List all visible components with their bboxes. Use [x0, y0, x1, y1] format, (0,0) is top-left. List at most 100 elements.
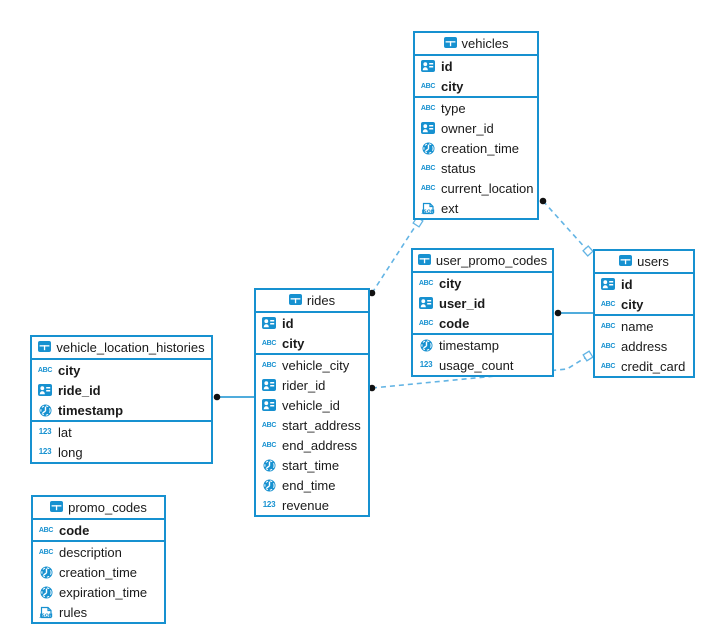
- id-badge-icon: [260, 399, 278, 411]
- column-row-creation_time[interactable]: creation_time: [415, 138, 537, 158]
- column-name: ext: [441, 200, 459, 216]
- text-type-icon: ABC: [261, 421, 277, 429]
- column-row-rider_id[interactable]: rider_id: [256, 375, 368, 395]
- column-name: current_location: [441, 180, 534, 196]
- table-header[interactable]: user_promo_codes: [413, 250, 552, 273]
- timestamp-icon: [417, 339, 435, 352]
- text-type-icon: ABC: [418, 319, 434, 327]
- timestamp-icon: [260, 459, 278, 472]
- timestamp-icon: [260, 479, 278, 492]
- column-row-id[interactable]: id: [256, 313, 368, 333]
- column-name: timestamp: [58, 402, 124, 418]
- column-row-address[interactable]: ABC address: [595, 336, 693, 356]
- id-badge-icon: [599, 278, 617, 290]
- column-row-end_time[interactable]: end_time: [256, 475, 368, 495]
- column-name: rules: [59, 604, 88, 620]
- column-row-ext[interactable]: JSON ext: [415, 198, 537, 218]
- text-type-icon: ABC: [420, 184, 436, 192]
- column-name: city: [58, 362, 81, 378]
- table-header[interactable]: rides: [256, 290, 368, 313]
- column-row-expiration_time[interactable]: expiration_time: [33, 582, 164, 602]
- id-badge-icon: [419, 60, 437, 72]
- table-header[interactable]: vehicles: [415, 33, 537, 56]
- column-row-timestamp[interactable]: timestamp: [413, 335, 552, 355]
- table-title: vehicles: [461, 36, 509, 51]
- text-type-icon: ABC: [37, 366, 53, 374]
- column-row-creation_time[interactable]: creation_time: [33, 562, 164, 582]
- column-name: creation_time: [59, 564, 138, 580]
- column-row-id[interactable]: id: [595, 274, 693, 294]
- id-badge-icon: [419, 122, 437, 134]
- column-name: id: [621, 276, 633, 292]
- text-type-icon: ABC: [600, 342, 616, 350]
- column-row-user_id[interactable]: user_id: [413, 293, 552, 313]
- column-row-city[interactable]: ABC city: [32, 360, 211, 380]
- column-name: end_address: [282, 437, 358, 453]
- table-header[interactable]: users: [595, 251, 693, 274]
- relationship-vehicle_location_histories-rides: [213, 393, 254, 401]
- column-row-code[interactable]: ABC code: [413, 313, 552, 333]
- text-type-icon: ABC: [420, 104, 436, 112]
- table-header[interactable]: promo_codes: [33, 497, 164, 520]
- text-type-icon: ABC: [420, 164, 436, 172]
- column-name: name: [621, 318, 654, 334]
- relationship-dot-endpoint: [368, 384, 376, 392]
- svg-text:JSON: JSON: [421, 209, 435, 215]
- column-row-city[interactable]: ABC city: [595, 294, 693, 314]
- relationship-vehicles-users: [539, 197, 594, 257]
- column-row-start_time[interactable]: start_time: [256, 455, 368, 475]
- column-name: city: [621, 296, 644, 312]
- text-type-icon: ABC: [38, 526, 54, 534]
- column-name: start_time: [282, 457, 340, 473]
- column-row-current_location[interactable]: ABC current_location: [415, 178, 537, 198]
- id-badge-icon: [417, 297, 435, 309]
- column-row-ride_id[interactable]: ride_id: [32, 380, 211, 400]
- column-name: address: [621, 338, 668, 354]
- column-name: owner_id: [441, 120, 494, 136]
- column-name: description: [59, 544, 122, 560]
- table-header[interactable]: vehicle_location_histories: [32, 337, 211, 360]
- column-row-vehicle_id[interactable]: vehicle_id: [256, 395, 368, 415]
- relationship-diamond-endpoint: [582, 245, 594, 257]
- table-title: promo_codes: [68, 500, 147, 515]
- id-badge-icon: [260, 379, 278, 391]
- number-type-icon: 123: [38, 447, 52, 456]
- column-row-id[interactable]: id: [415, 56, 537, 76]
- column-name: code: [439, 315, 470, 331]
- text-type-icon: ABC: [600, 300, 616, 308]
- column-name: expiration_time: [59, 584, 148, 600]
- column-name: city: [282, 335, 305, 351]
- table-vehicle_location_histories[interactable]: vehicle_location_histories ABC city ride_i…: [30, 335, 213, 464]
- column-row-timestamp[interactable]: timestamp: [32, 400, 211, 420]
- key-columns-section: ABC city ride_id timestamp: [32, 360, 211, 420]
- column-row-owner_id[interactable]: owner_id: [415, 118, 537, 138]
